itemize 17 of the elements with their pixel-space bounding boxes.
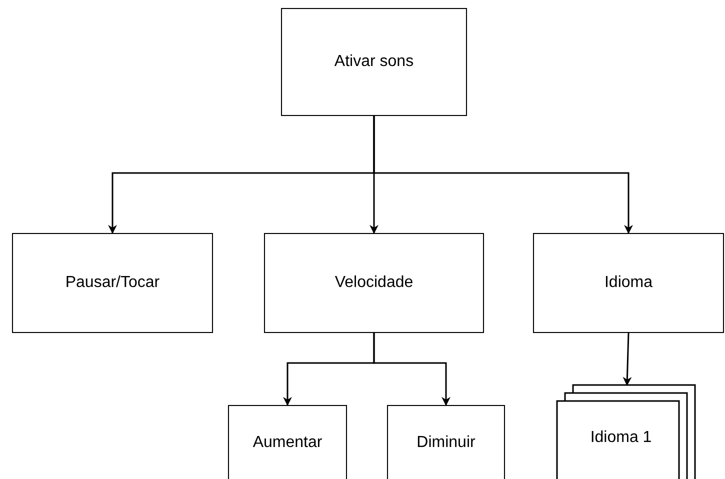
- process-box: [264, 233, 484, 333]
- process-box: [387, 405, 505, 479]
- process-box: [533, 233, 724, 333]
- node-label: Velocidade: [334, 274, 414, 292]
- node-label: Idioma: [604, 274, 653, 292]
- node-label: Idioma 1: [590, 429, 652, 447]
- node-label: Diminuir: [416, 434, 476, 452]
- arrow: [622, 332, 632, 386]
- node-label: Aumentar: [252, 434, 322, 452]
- process-box: [228, 405, 347, 479]
- arrow: [373, 116, 633, 234]
- node-label: Pausar/Tocar: [65, 274, 160, 292]
- arrow: [373, 333, 450, 406]
- node-label: Ativar sons: [334, 53, 414, 71]
- process-box: [12, 233, 213, 333]
- process-box: [281, 8, 467, 116]
- multi-document-shape: [557, 385, 697, 479]
